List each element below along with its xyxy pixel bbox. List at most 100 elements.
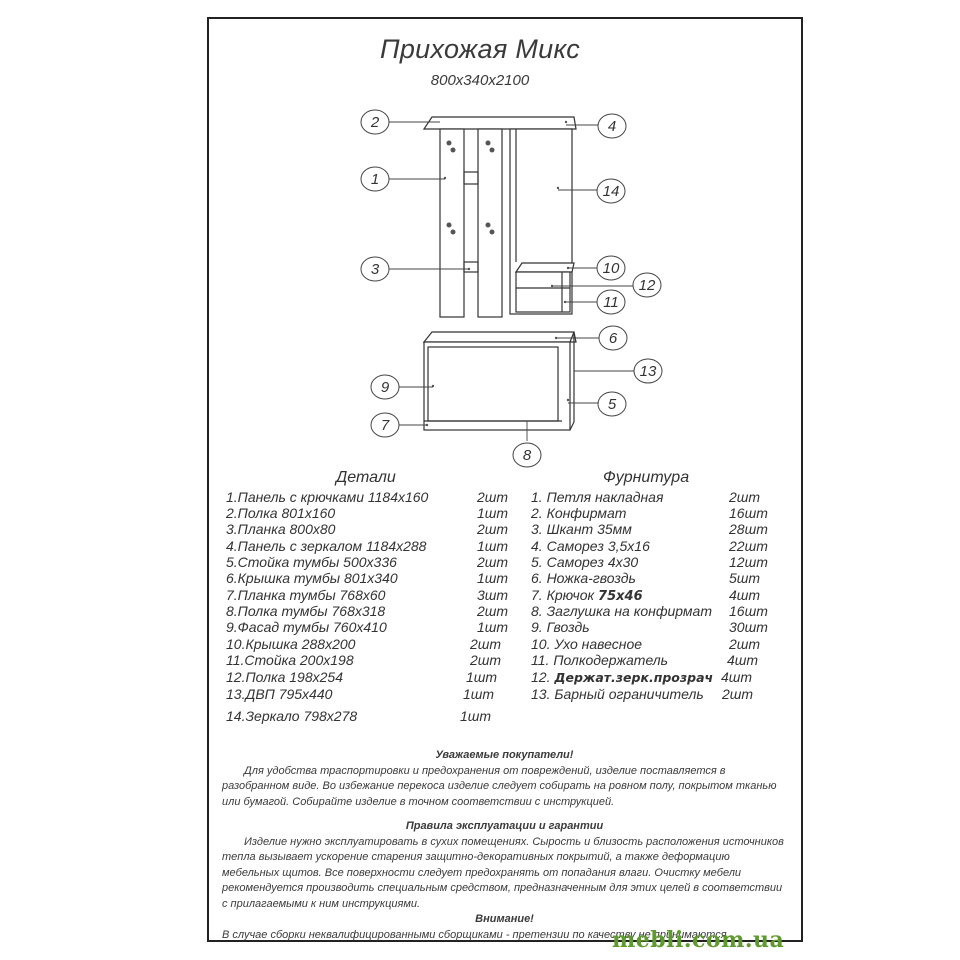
callout-8 [512, 442, 542, 468]
hook-icon [446, 222, 452, 228]
hardware-qty: 30шт [729, 619, 768, 635]
part-strip-lower [463, 261, 479, 273]
callout-5 [597, 391, 627, 417]
customers-heading: Уважаемые покупатели! [435, 749, 574, 761]
part-hook-panel-left [439, 128, 465, 318]
part-cabinet-facade [427, 346, 559, 422]
hardware-qty: 16шт [729, 505, 768, 521]
callout-label: 4 [608, 118, 616, 135]
callout-label: 13 [640, 363, 657, 380]
callout-11 [596, 289, 626, 315]
part-strip-upper [463, 171, 479, 185]
hardware-qty: 16шт [729, 603, 768, 619]
details-qty: 3шт [477, 587, 509, 603]
hardware-item-label: 12. [531, 669, 551, 685]
hardware-qty: 28шт [729, 521, 768, 537]
details-qty: 1шт [477, 619, 509, 635]
hook-icon [446, 140, 452, 146]
callout-2 [360, 109, 390, 135]
part-cabinet-top [422, 331, 577, 343]
hardware-qty: 5шт [729, 570, 761, 586]
callout-1 [360, 166, 390, 192]
overall-dimensions: 800х340х2100 [430, 72, 530, 89]
hook-size: 75х46 [598, 589, 643, 604]
attention-text: В случае сборки неквалифицированными сбо… [222, 928, 730, 941]
details-qty: 2шт [477, 489, 509, 505]
details-item: 1.Панель с крючками 1184х160 [226, 489, 429, 505]
hardware-item: 11. Полкодержатель [531, 652, 669, 668]
details-item: 5.Стойка тумбы 500х336 [226, 554, 397, 570]
hook-icon [485, 222, 491, 228]
hardware-item: 5. Саморез 4х30 [531, 554, 639, 570]
callout-label: 11 [603, 294, 619, 311]
hardware-qty: 12шт [729, 554, 768, 570]
callout-12 [632, 272, 662, 298]
hardware-item: 2. Конфирмат [531, 505, 627, 521]
attention-heading: Внимание! [475, 913, 534, 925]
callout-label: 3 [371, 261, 380, 278]
details-qty: 1шт [466, 669, 498, 685]
callout-label: 6 [609, 330, 618, 347]
hardware-qty: 4шт [721, 669, 753, 685]
details-qty: 2шт [470, 636, 502, 652]
hook-icon [485, 140, 491, 146]
hardware-item: 13. Барный ограничитель [531, 686, 704, 702]
details-item: 14.Зеркало 798х278 [226, 708, 358, 724]
hardware-heading: Фурнитура [603, 469, 690, 486]
hardware-qty: 2шт [729, 636, 761, 652]
details-item: 3.Планка 800х80 [226, 521, 336, 537]
details-item: 2.Полка 801х160 [226, 505, 336, 521]
hardware-qty: 4шт [727, 652, 759, 668]
notes-section: Уважаемые покупатели! Для удобства трасп… [222, 748, 787, 943]
details-item: 9.Фасад тумбы 760х410 [226, 619, 387, 635]
hardware-item: 10. Ухо навесное [531, 636, 643, 652]
details-qty: 1шт [477, 505, 509, 521]
hardware-item: 4. Саморез 3,5х16 [531, 538, 650, 554]
hardware-item: 3. Шкант 35мм [531, 521, 632, 537]
callout-6 [598, 325, 628, 351]
callout-7 [370, 412, 400, 438]
details-qty: 2шт [477, 521, 509, 537]
callout-3 [360, 256, 390, 282]
details-item: 10.Крышка 288х200 [226, 636, 356, 652]
hardware-qty: 2шт [722, 686, 754, 702]
details-item: 13.ДВП 795х440 [226, 686, 333, 702]
details-qty: 1шт [477, 570, 509, 586]
watermark-logo: mebli.com.ua [612, 927, 785, 953]
page-title: Прихожая Микс [379, 34, 581, 64]
hardware-item: 6. Ножка-гвоздь [531, 570, 636, 586]
callout-label: 10 [603, 260, 620, 277]
part-small-unit [515, 271, 571, 313]
details-qty: 2шт [477, 603, 509, 619]
hardware-item: 9. Гвоздь [531, 619, 590, 635]
callout-label: 2 [370, 114, 380, 131]
details-qty: 1шт [460, 708, 492, 724]
hardware-qty: 22шт [729, 538, 768, 554]
hardware-item: 1. Петля накладная [531, 489, 664, 505]
hardware-item-bold: Держат.зерк.прозрач [554, 670, 714, 685]
details-item: 6.Крышка тумбы 801х340 [226, 570, 398, 586]
callout-label: 5 [608, 396, 617, 413]
part-small-unit-top [514, 262, 575, 273]
details-item: 7.Планка тумбы 768х60 [226, 587, 386, 603]
hardware-qty: 2шт [729, 489, 761, 505]
details-item: 11.Стойка 200х198 [226, 652, 354, 668]
details-qty: 2шт [477, 554, 509, 570]
details-qty: 2шт [470, 652, 502, 668]
callout-label: 9 [381, 379, 390, 396]
callout-label: 14 [603, 183, 620, 200]
part-hook-panel-right [477, 128, 503, 318]
callout-label: 8 [523, 447, 532, 464]
callout-label: 1 [371, 171, 379, 188]
details-item: 12.Полка 198х254 [226, 669, 343, 685]
rules-text: Изделие нужно эксплуатировать в сухих по… [222, 835, 784, 910]
details-heading: Детали [336, 469, 396, 486]
page-frame [207, 17, 803, 942]
callout-9 [370, 374, 400, 400]
callout-14 [596, 178, 626, 204]
callout-10 [596, 255, 626, 281]
callout-13 [633, 358, 663, 384]
rules-heading: Правила эксплуатации и гарантии [405, 820, 604, 832]
part-top-shelf [422, 116, 577, 130]
